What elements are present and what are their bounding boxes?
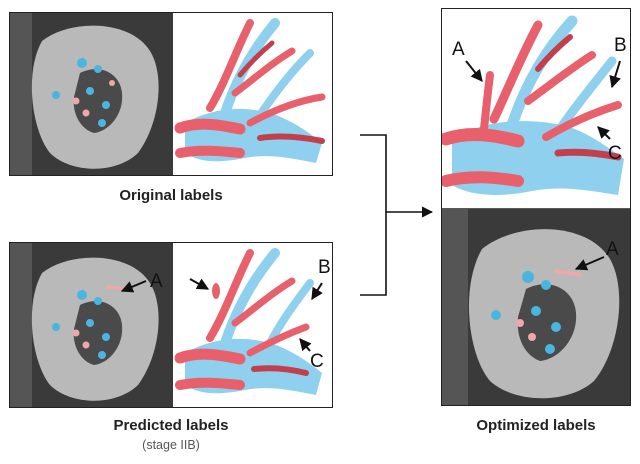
marker-b: B (318, 257, 331, 278)
ct-slice-optimized: A (442, 209, 630, 405)
vessel-render-optimized: A B C (442, 9, 630, 209)
marker-c: C (310, 351, 324, 372)
optimized-labels-figure: A B C A (442, 9, 630, 405)
optimized-labels-panel: A B C A (441, 8, 631, 406)
marker-a-opt-ct: A (606, 239, 619, 260)
ct-slice-original (10, 13, 173, 175)
arrow-a-opt-render (465, 60, 483, 82)
arrow-a-ct (120, 280, 147, 293)
marker-b-opt: B (614, 35, 627, 56)
predicted-labels-stage: (stage IIB) (142, 438, 200, 452)
arrow-a-opt-ct (574, 256, 605, 271)
arrow-b (311, 282, 323, 301)
detached-fragment (212, 283, 220, 299)
arrow-c-opt (597, 126, 611, 140)
original-labels-caption: Original labels (119, 187, 223, 204)
arrow-a-render (189, 278, 210, 290)
predicted-labels-caption: Predicted labels (113, 417, 229, 434)
merge-bracket (360, 134, 434, 296)
marker-c-opt: C (608, 143, 622, 164)
vessel-render-original (173, 13, 332, 175)
original-labels-figure (10, 13, 332, 175)
arrow-c (299, 338, 312, 352)
marker-a-opt-render: A (452, 39, 465, 60)
optimized-labels-caption: Optimized labels (476, 417, 596, 434)
ct-slice-predicted: A (10, 243, 173, 407)
vessel-render-predicted: B C (173, 243, 332, 407)
arrow-b-opt (609, 60, 621, 89)
predicted-labels-panel: A B C (9, 242, 333, 408)
original-labels-panel (9, 12, 333, 176)
predicted-labels-figure: A B C (10, 243, 332, 407)
marker-a-ct: A (150, 271, 163, 292)
